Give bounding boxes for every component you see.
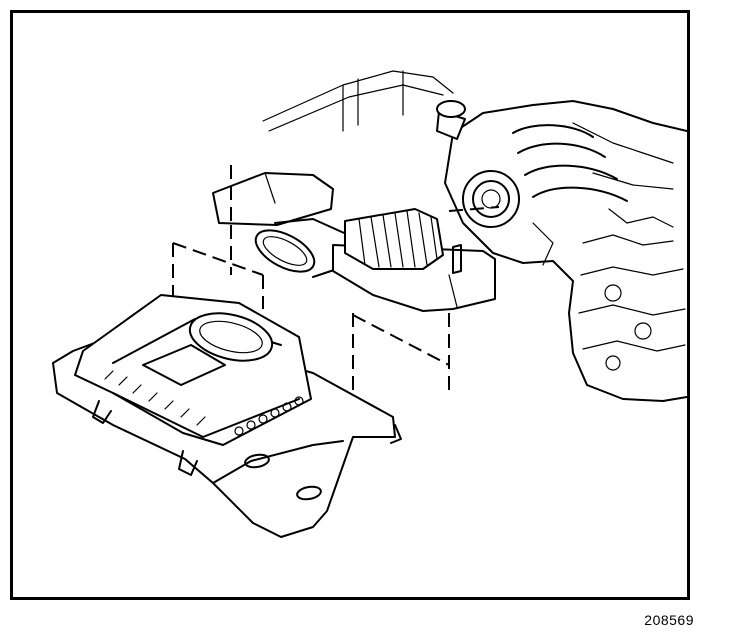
air-cleaner-assembly-drawing <box>52 70 687 538</box>
alignment-lines <box>172 165 500 403</box>
vehicle-body-panel <box>262 70 454 132</box>
illustration-frame <box>10 10 690 600</box>
figure-number: 208569 <box>644 612 694 628</box>
air-cleaner-housing <box>52 294 402 538</box>
air-intake-duct <box>212 172 496 312</box>
engine-assembly <box>436 100 687 402</box>
